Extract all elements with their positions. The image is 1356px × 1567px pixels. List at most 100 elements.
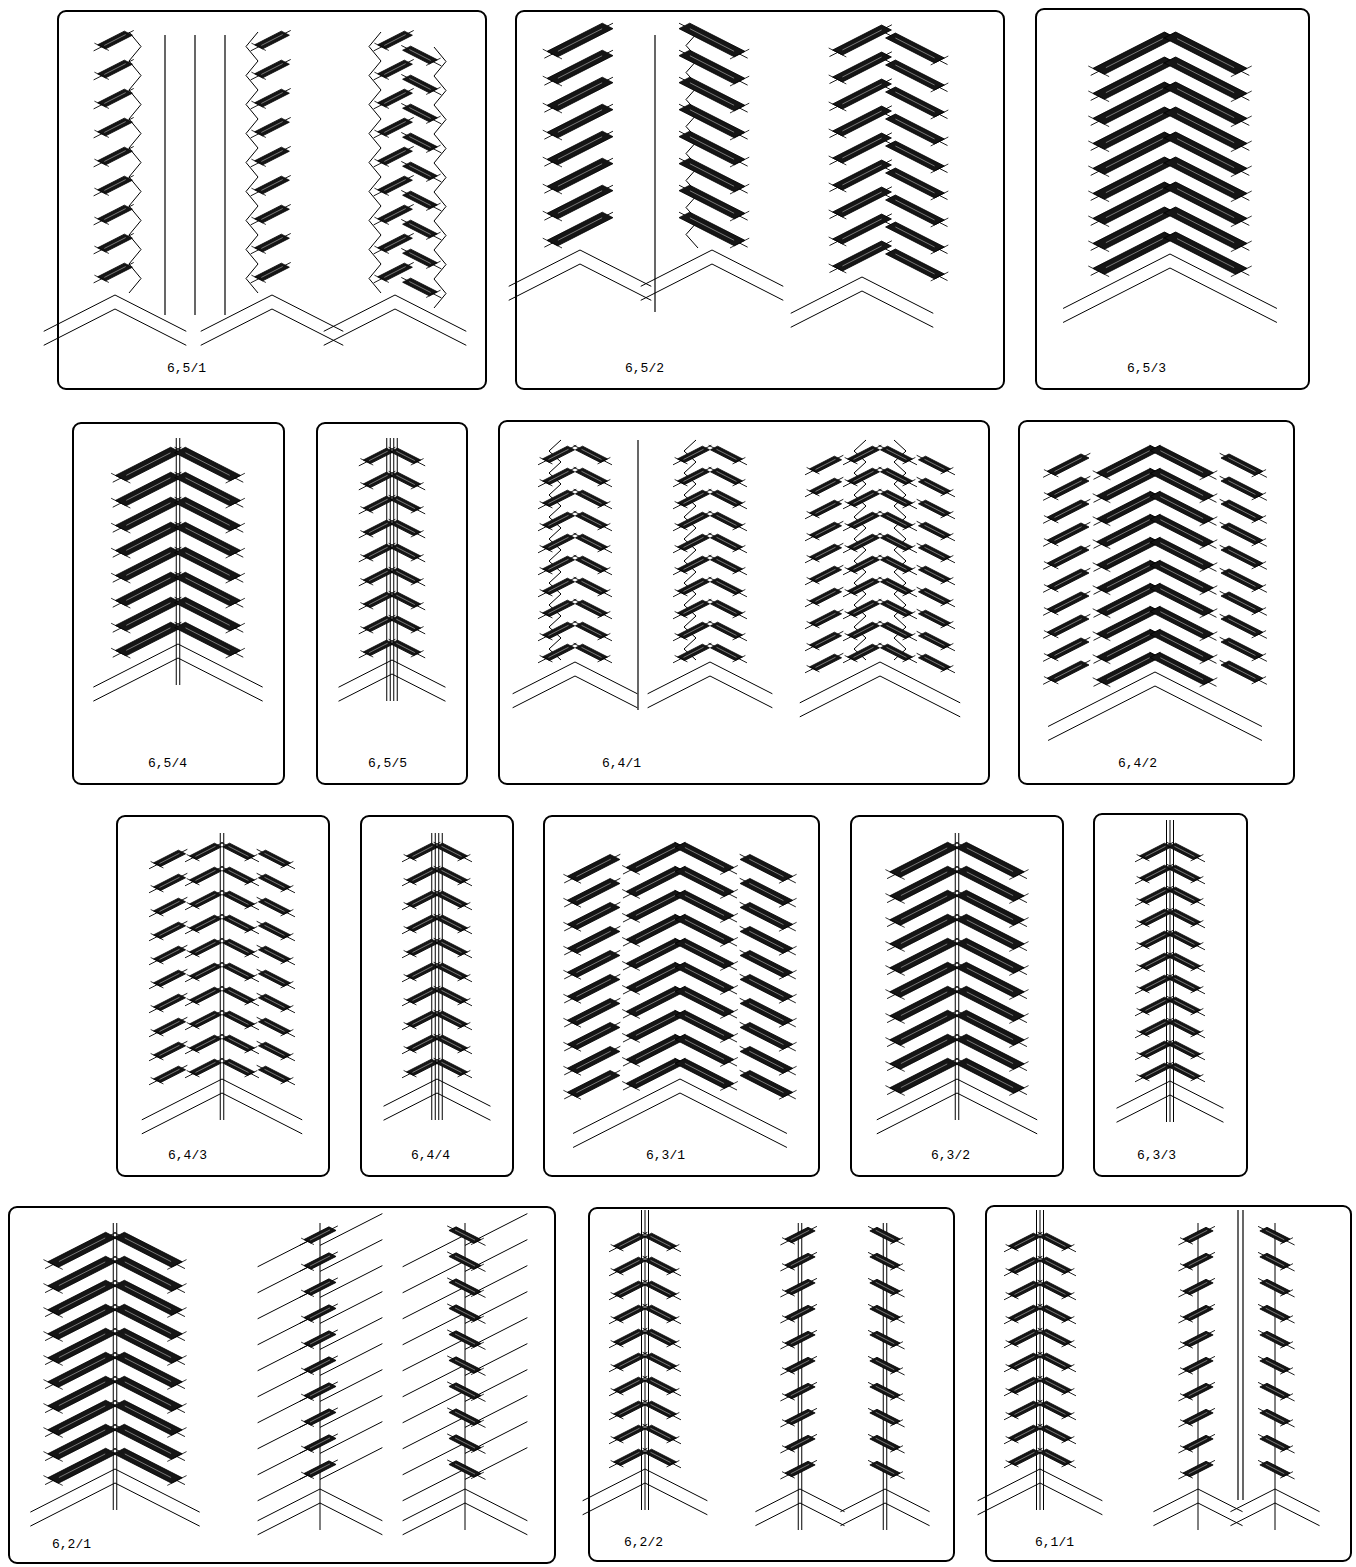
bond-line xyxy=(540,545,553,552)
bond-line xyxy=(1252,654,1266,661)
molecule-plate xyxy=(153,970,185,986)
stack-motif xyxy=(1063,32,1277,322)
bond-line xyxy=(549,449,569,459)
bond-line xyxy=(187,1070,200,1077)
molecule-plate xyxy=(886,195,945,225)
bond-line xyxy=(716,559,736,569)
bond-line xyxy=(301,1290,314,1297)
bond-line xyxy=(1107,497,1150,519)
bond-line xyxy=(281,1053,294,1060)
bond-line xyxy=(549,559,569,569)
molecule-plate xyxy=(613,1425,645,1441)
stack-motif xyxy=(1117,820,1224,1122)
bond-line xyxy=(251,204,291,224)
bond-line xyxy=(374,159,388,166)
bond-line xyxy=(44,295,115,331)
bond-line xyxy=(716,471,736,481)
bond-line xyxy=(115,309,186,345)
molecule-plate xyxy=(363,520,393,535)
bond-line xyxy=(886,559,906,569)
bond-line xyxy=(458,1070,471,1077)
stack-motif xyxy=(583,1210,708,1515)
bond-line xyxy=(901,1064,947,1088)
molecule-plate xyxy=(1139,1041,1171,1057)
molecule-plate xyxy=(613,1281,645,1297)
bond-line xyxy=(441,942,461,952)
bond-line xyxy=(1220,476,1267,500)
bond-line xyxy=(1220,568,1267,592)
molecule-plate xyxy=(258,1042,290,1058)
bond-line xyxy=(816,481,836,491)
bond-line xyxy=(643,1376,681,1396)
bond-line xyxy=(251,146,291,166)
bond-line xyxy=(509,264,580,300)
bond-line xyxy=(1252,562,1266,569)
bond-line xyxy=(538,577,576,597)
bond-line xyxy=(1167,864,1205,884)
bond-line xyxy=(228,990,248,1000)
bond-line xyxy=(301,1446,314,1453)
bond-line xyxy=(1231,191,1252,202)
bond-line xyxy=(807,489,820,496)
molecule-plate xyxy=(833,160,892,190)
bond-line xyxy=(684,537,704,547)
bond-line xyxy=(1220,545,1267,569)
bond-line xyxy=(1088,216,1109,227)
bond-line xyxy=(257,1065,295,1085)
bond-line xyxy=(413,1062,433,1072)
bond-line xyxy=(1252,539,1266,546)
bond-line xyxy=(1252,493,1266,500)
bond-line xyxy=(622,1009,640,1018)
bond-line xyxy=(779,874,797,883)
bond-line xyxy=(636,967,675,987)
bond-line xyxy=(901,992,947,1016)
bond-line xyxy=(186,603,230,626)
bond-line xyxy=(845,567,858,574)
bond-line xyxy=(160,877,180,887)
molecule-plate xyxy=(1221,569,1263,590)
bond-line xyxy=(404,902,417,909)
bond-line xyxy=(113,1223,114,1510)
bond-line xyxy=(1200,494,1218,503)
bond-line xyxy=(160,901,180,911)
bond-line xyxy=(1009,870,1028,880)
bond-line xyxy=(339,674,392,701)
bond-line xyxy=(842,138,881,158)
bond-line xyxy=(261,180,282,191)
bond-line xyxy=(431,833,432,1120)
molecule-plate xyxy=(613,1377,645,1393)
bond-line xyxy=(720,937,738,946)
bond-line xyxy=(111,473,130,483)
bond-line xyxy=(310,1256,330,1266)
bond-line xyxy=(903,633,916,640)
molecule-plate xyxy=(222,867,254,883)
molecule-plate xyxy=(613,1401,645,1417)
bond-line xyxy=(245,878,258,885)
bond-line xyxy=(805,631,843,651)
bond-line xyxy=(359,567,396,586)
bond-line xyxy=(251,117,291,137)
bond-line xyxy=(675,457,688,464)
molecule-plate xyxy=(1047,569,1089,590)
bond-line xyxy=(300,1408,338,1428)
molecule-plate xyxy=(403,162,438,180)
bond-line xyxy=(115,1469,200,1512)
bond-line xyxy=(941,533,954,540)
bond-line xyxy=(167,1452,186,1462)
chain-axis xyxy=(638,440,639,710)
bond-line xyxy=(782,1342,795,1349)
bond-line xyxy=(187,950,200,957)
bond-line xyxy=(779,994,797,1003)
bond-line xyxy=(447,1226,485,1246)
molecule-plate xyxy=(189,987,221,1003)
bond-line xyxy=(160,853,180,863)
bond-line xyxy=(675,611,688,618)
bond-line xyxy=(94,262,134,282)
bond-line xyxy=(402,1010,440,1030)
bond-line xyxy=(395,295,466,331)
bond-line xyxy=(1117,1081,1170,1108)
bond-line xyxy=(360,579,373,586)
bond-line xyxy=(931,272,949,281)
bond-line xyxy=(538,599,576,619)
molecule-plate xyxy=(710,556,742,572)
